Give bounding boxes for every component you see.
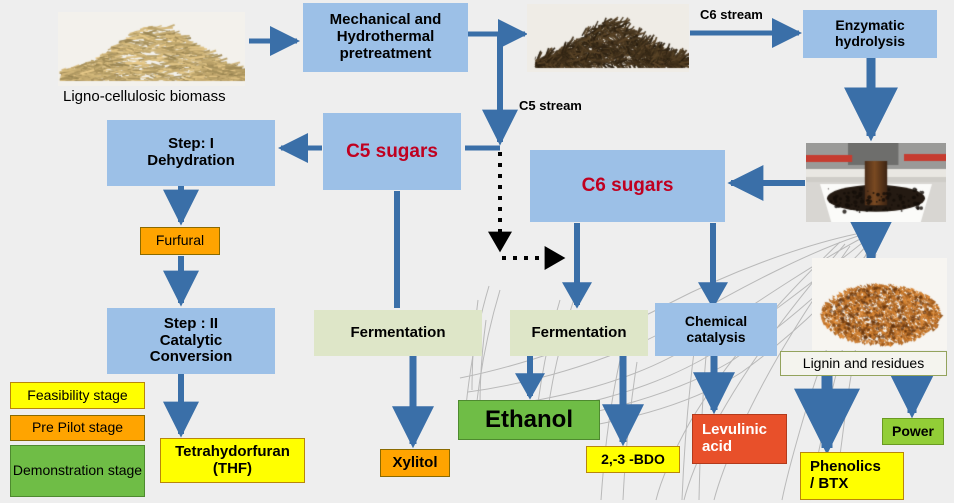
step1-line-1: Step: I [168, 135, 214, 153]
legend-item-demonstration-stage: Demonstration stage [10, 445, 145, 497]
phenolics-line-1: Phenolics [810, 458, 881, 476]
step2-line-3: Conversion [149, 348, 233, 366]
pretreatment-line-3: pretreatment [339, 44, 432, 62]
brown-lignin-powder-photo [812, 258, 947, 350]
node-fermentation-c6[interactable]: Fermentation [510, 310, 648, 356]
pretreatment-line-1: Mechanical and [329, 11, 442, 29]
step1-line-2: Dehydration [147, 152, 235, 169]
product-furfural[interactable]: Furfural [140, 227, 220, 255]
levulinic-line-2: acid [702, 438, 733, 455]
straw-biomass-photo [58, 12, 245, 86]
legend-item-pre-pilot-stage: Pre Pilot stage [10, 415, 145, 441]
product-thf[interactable]: Tetrahydorfuran (THF) [160, 438, 305, 483]
node-c6-sugars[interactable]: C6 sugars [530, 150, 725, 222]
node-step2-catalytic-conversion[interactable]: Step : II Catalytic Conversion [107, 308, 275, 374]
chemical-catalysis-line-2: catalysis [686, 328, 746, 345]
node-lignin-and-residues[interactable]: Lignin and residues [780, 351, 947, 376]
step2-line-2: Catalytic [159, 331, 223, 349]
pretreated-dark-biomass-photo [527, 4, 689, 72]
enzymatic-line-2: hydrolysis [834, 33, 906, 49]
legend-item-feasibility-stage: Feasibility stage [10, 382, 145, 409]
phenolics-line-2: / BTX [810, 475, 849, 492]
node-step1-dehydration[interactable]: Step: I Dehydration [107, 120, 275, 186]
product-xylitol[interactable]: Xylitol [380, 449, 450, 477]
levulinic-line-1: Levulinic [702, 421, 768, 439]
product-phenolics-btx[interactable]: Phenolics / BTX [800, 452, 904, 500]
thf-line-1: Tetrahydorfuran [175, 442, 290, 460]
enzymatic-line-1: Enzymatic [835, 17, 905, 34]
pretreatment-line-2: Hydrothermal [336, 28, 435, 46]
product-bdo[interactable]: 2,-3 -BDO [586, 446, 680, 473]
node-chemical-catalysis[interactable]: Chemical catalysis [655, 303, 777, 356]
node-enzymatic-hydrolysis[interactable]: Enzymatic hydrolysis [803, 10, 937, 58]
product-ethanol[interactable]: Ethanol [458, 400, 600, 440]
chemical-catalysis-line-1: Chemical [684, 312, 748, 329]
node-pretreatment[interactable]: Mechanical and Hydrothermal pretreatment [303, 3, 468, 72]
product-levulinic-acid[interactable]: Levulinic acid [692, 414, 787, 464]
thf-line-2: (THF) [212, 459, 253, 477]
node-fermentation-c5[interactable]: Fermentation [314, 310, 482, 356]
hydrolysis-reactor-photo [806, 143, 946, 222]
product-power[interactable]: Power [882, 418, 944, 445]
node-c5-sugars[interactable]: C5 sugars [323, 113, 461, 190]
c5-stream-label: C5 stream [519, 98, 582, 113]
biomass-caption: Ligno-cellulosic biomass [63, 88, 226, 105]
step2-line-1: Step : II [163, 314, 219, 332]
c6-stream-label: C6 stream [700, 7, 763, 22]
